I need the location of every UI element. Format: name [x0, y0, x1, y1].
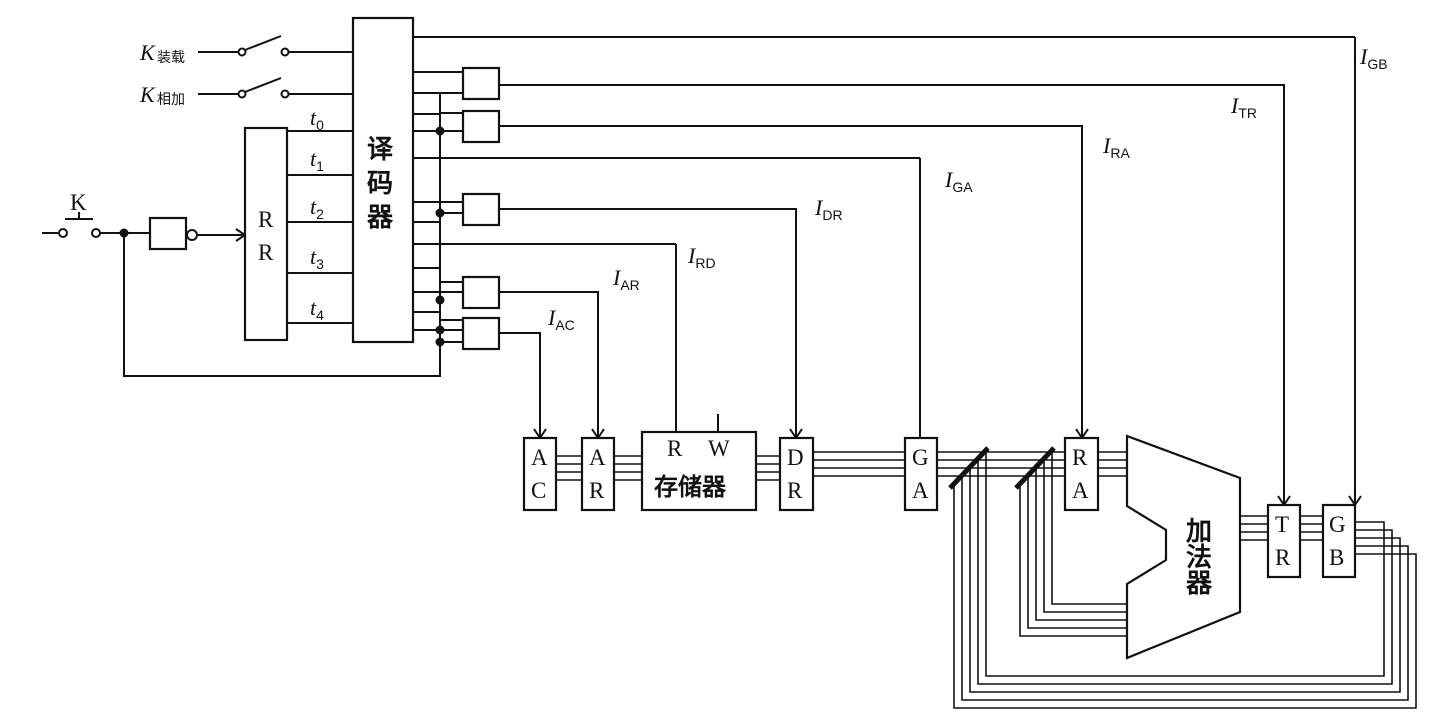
control-lines [499, 37, 1362, 507]
signal-tr-label: ITR [1230, 93, 1257, 121]
ring-outputs: t0 t1 t2 t3 t4 [287, 105, 353, 324]
register-gb-label-2: B [1329, 545, 1344, 570]
signal-ac-label: IAC [547, 305, 575, 333]
k-load-sub-label: 装载 [157, 50, 185, 66]
register-ra-label-2: A [1072, 478, 1089, 503]
signal-ar-label: IAR [612, 265, 640, 293]
ring-register: R R [243, 126, 289, 342]
register-ar: A R [580, 436, 616, 512]
ring-register-label-2: R [258, 240, 274, 265]
bus-tap-slash-1 [948, 446, 990, 490]
register-tr-label-1: T [1275, 512, 1289, 537]
memory-write-label: W [708, 436, 730, 461]
register-ga-label-1: G [912, 445, 929, 470]
adder-char-1: 加 [1186, 517, 1212, 547]
register-ac-label-1: A [531, 445, 548, 470]
decoder-char-2: 码 [367, 169, 393, 199]
register-ga-label-2: A [912, 478, 929, 503]
and-gates [461, 66, 501, 351]
ring-register-label-1: R [258, 207, 274, 232]
register-ac-label-2: C [531, 478, 546, 503]
t2-label: t2 [310, 194, 324, 222]
signal-rd-label: IRD [687, 243, 716, 271]
register-ar-label-1: A [589, 445, 606, 470]
ring-feedback-wire [123, 233, 441, 377]
signal-gb-label: IGB [1359, 44, 1388, 72]
signal-ga-label: IGA [944, 167, 973, 195]
k-add-sub-label: 相加 [157, 92, 185, 108]
gb-feedback-bus [953, 452, 1417, 709]
register-tr-label-2: R [1275, 545, 1291, 570]
t3-label: t3 [310, 244, 324, 272]
decoder: 译 码 器 [351, 16, 415, 344]
register-tr: T R [1266, 503, 1302, 579]
decoder-char-1: 译 [367, 135, 394, 165]
memory-name-label: 存储器 [654, 473, 727, 501]
register-dr: D R [778, 436, 815, 512]
control-signal-labels: IGB ITR IRA IGA IDR IRD IAR IAC [547, 44, 1388, 333]
switch-load: K 装载 [139, 35, 353, 66]
t4-label: t4 [310, 295, 324, 323]
signal-dr-label: IDR [814, 195, 843, 223]
switch-add: K 相加 [139, 77, 353, 108]
adder: 加 法 器 [1125, 434, 1242, 660]
register-dr-label-1: D [787, 445, 804, 470]
adder-char-2: 法 [1186, 543, 1212, 573]
register-gb: G B [1321, 503, 1357, 579]
data-bus [556, 451, 1323, 541]
register-ga: G A [903, 436, 939, 512]
adder-char-3: 器 [1185, 569, 1213, 599]
decoder-char-3: 器 [366, 203, 394, 233]
register-ac: A C [522, 436, 558, 512]
bus-tap-slash-2 [1014, 446, 1056, 490]
adder-b-input-bus [1019, 452, 1127, 637]
register-gb-label-1: G [1329, 512, 1346, 537]
t1-label: t1 [310, 146, 324, 174]
register-ra: R A [1063, 436, 1100, 512]
t0-label: t0 [310, 105, 324, 133]
k-load-main-label: K [139, 40, 156, 65]
memory-block: R W 存储器 [640, 430, 758, 512]
pulse-switch: K [42, 190, 150, 238]
pulse-switch-label: K [70, 190, 87, 215]
register-ar-label-2: R [589, 478, 605, 503]
signal-ra-label: IRA [1102, 133, 1130, 161]
memory-read-label: R [667, 436, 683, 461]
k-add-main-label: K [139, 82, 156, 107]
register-dr-label-2: R [787, 478, 803, 503]
pulse-shaper [148, 216, 247, 251]
decoder-outputs [413, 36, 1355, 347]
register-ra-label-1: R [1072, 445, 1088, 470]
